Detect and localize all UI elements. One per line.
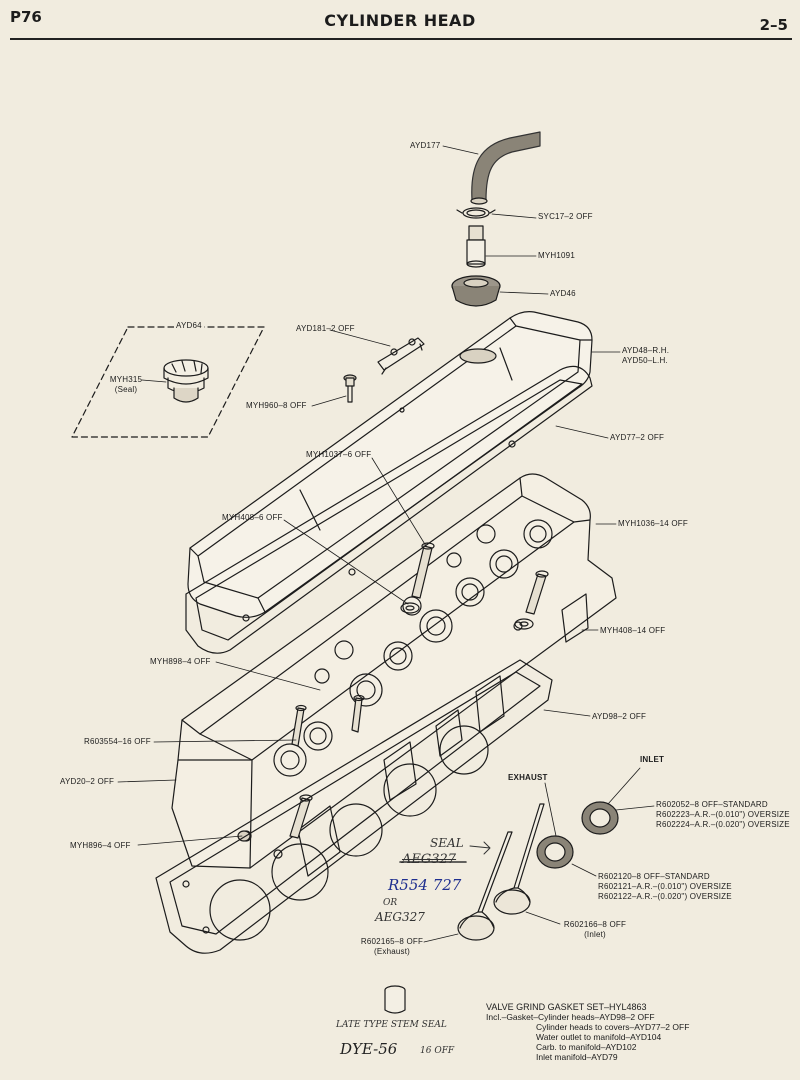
valve-seal-inlet	[581, 801, 619, 835]
label-r602223: R602223–A.R.–(0.010") OVERSIZE	[656, 810, 790, 819]
valve-inlet	[493, 803, 545, 915]
label-myh1091: MYH1091	[538, 251, 575, 260]
note-dye-qty: 16 OFF	[420, 1046, 455, 1056]
label-r602165-note: (Exhaust)	[373, 947, 411, 956]
label-ayd177: AYD177	[410, 141, 441, 150]
label-r602120: R602120–8 OFF–STANDARD	[598, 872, 710, 881]
gasket-set-line: Carb. to manifold–AYD102	[536, 1042, 637, 1052]
label-r603554: R603554–16 OFF	[84, 737, 151, 746]
label-myh315-part: MYH315	[109, 375, 143, 384]
gasket-set-line: Inlet manifold–AYD79	[536, 1052, 618, 1062]
gasket-set-title: VALVE GRIND GASKET SET–HYL4863	[486, 1002, 647, 1012]
header-rule	[10, 38, 792, 40]
label-r602121: R602121–A.R.–(0.010") OVERSIZE	[598, 882, 732, 891]
note-alt-part: AEG327	[375, 910, 425, 924]
gasket-set-line: Incl.–Gasket–Cylinder heads–AYD98–2 OFF	[486, 1012, 655, 1022]
note-dye56: DYE-56	[340, 1040, 398, 1058]
note-or: OR	[383, 898, 398, 908]
label-myh315: MYH315 (Seal)	[108, 375, 144, 395]
label-myh898: MYH898–4 OFF	[150, 657, 211, 666]
breather-valve	[466, 225, 486, 268]
rocker-cover	[187, 311, 593, 618]
label-myh315-note: (Seal)	[114, 385, 138, 394]
oil-filler-cap-box	[71, 326, 265, 438]
gasket-set-line: Cylinder heads to covers–AYD77–2 OFF	[536, 1022, 690, 1032]
valve-seal-exhaust	[536, 835, 574, 869]
hose-clip	[456, 207, 496, 219]
label-syc17: SYC17–2 OFF	[538, 212, 593, 221]
label-myh960: MYH960–8 OFF	[246, 401, 307, 410]
breather-hose	[470, 131, 541, 205]
label-ayd181: AYD181–2 OFF	[296, 324, 355, 333]
label-r602165: R602165–8 OFF	[360, 937, 424, 946]
label-ayd20: AYD20–2 OFF	[60, 777, 115, 786]
label-ayd46: AYD46	[550, 289, 576, 298]
washers	[400, 602, 534, 630]
note-seal: SEAL	[430, 836, 464, 850]
label-ayd48-rh: AYD48–R.H.	[622, 346, 670, 355]
leader-lines	[117, 145, 655, 943]
gasket-set-line: Water outlet to manifold–AYD104	[536, 1032, 662, 1042]
label-ayd50-lh: AYD50–L.H.	[622, 356, 668, 365]
label-r602120-group: R602120–8 OFF–STANDARD R602121–A.R.–(0.0…	[598, 872, 732, 902]
cylinder-head	[171, 473, 617, 877]
label-myh408-14: MYH408–14 OFF	[600, 626, 666, 635]
label-myh896: MYH896–4 OFF	[70, 841, 131, 850]
label-ayd98: AYD98–2 OFF	[592, 712, 647, 721]
bracket	[377, 337, 425, 375]
valve-exhaust	[457, 831, 513, 941]
label-ayd64: AYD64	[174, 321, 204, 331]
page-number: P76	[10, 8, 42, 26]
label-r602166-note: (Inlet)	[584, 930, 606, 939]
label-myh1037: MYH1037–6 OFF	[306, 450, 372, 459]
head-gasket	[155, 659, 553, 954]
label-inlet: INLET	[640, 755, 665, 764]
grommet	[451, 275, 501, 307]
label-myh1036: MYH1036–14 OFF	[618, 519, 688, 528]
cover-screw	[343, 374, 357, 403]
label-r602052-group: R602052–8 OFF–STANDARD R602223–A.R.–(0.0…	[656, 800, 790, 830]
label-myh408-6: MYH408–6 OFF	[222, 513, 283, 522]
label-ayd48: AYD48–R.H. AYD50–L.H.	[622, 346, 669, 366]
page-title: CYLINDER HEAD	[324, 11, 476, 30]
gasket-set-block: VALVE GRIND GASKET SET–HYL4863 Incl.–Gas…	[486, 1002, 689, 1062]
label-r602166: R602166–8 OFF	[563, 920, 627, 929]
note-late-stem-seal: LATE TYPE STEM SEAL	[336, 1020, 447, 1030]
label-r602165-group: R602165–8 OFF (Exhaust)	[356, 937, 428, 957]
label-r602052: R602052–8 OFF–STANDARD	[656, 800, 768, 809]
note-replacement-part: R554 727	[388, 876, 462, 894]
handwritten-marks	[399, 841, 491, 863]
label-r602224: R602224–A.R.–(0.020") OVERSIZE	[656, 820, 790, 829]
studs	[289, 542, 549, 839]
label-exhaust: EXHAUST	[508, 773, 548, 782]
label-r602122: R602122–A.R.–(0.020") OVERSIZE	[598, 892, 732, 901]
stem-seal	[384, 985, 406, 1014]
note-struck-part: AEG327	[402, 852, 457, 867]
label-r602166-group: R602166–8 OFF (Inlet)	[560, 920, 630, 940]
label-ayd77: AYD77–2 OFF	[610, 433, 665, 442]
section-number: 2–5	[759, 16, 788, 34]
